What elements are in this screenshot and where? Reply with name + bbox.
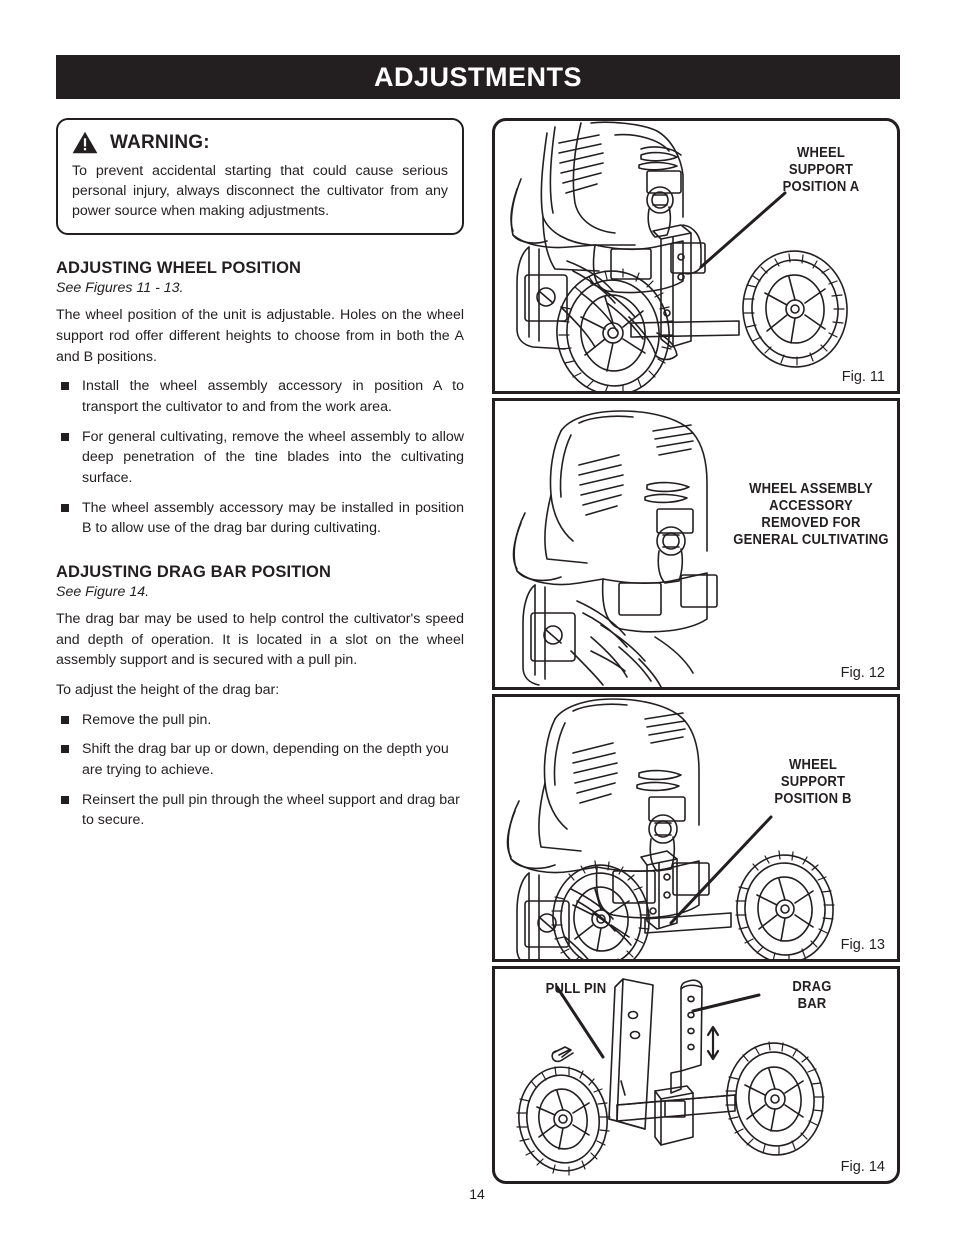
list-item: Reinsert the pull pin through the wheel …	[56, 790, 464, 831]
list-item-text: The wheel assembly accessory may be inst…	[82, 499, 464, 537]
figure-callout: WHEEL SUPPORT POSITION B	[774, 757, 852, 808]
list-item-text: For general cultivating, remove the whee…	[82, 428, 464, 487]
bullet-square-icon	[61, 503, 69, 512]
bullet-square-icon	[61, 382, 69, 391]
section-adjusting-wheel-position: ADJUSTING WHEEL POSITION See Figures 11 …	[56, 259, 464, 539]
figure-callout: WHEEL SUPPORT POSITION A	[782, 145, 860, 196]
list-item-text: Remove the pull pin.	[82, 711, 212, 728]
section-paragraph: To adjust the height of the drag bar:	[56, 682, 280, 698]
figure-panel-14: PULL PIN DRAG BAR Fig. 14	[492, 966, 900, 1184]
section-title: ADJUSTING WHEEL POSITION	[56, 259, 302, 278]
figure-panel-11: WHEEL SUPPORT POSITION A Fig. 11	[492, 118, 900, 394]
figure-caption: Fig. 11	[841, 369, 885, 385]
figure-panel-12: WHEEL ASSEMBLY ACCESSORY REMOVED FOR GEN…	[492, 398, 900, 690]
figure-caption: Fig. 13	[840, 937, 885, 953]
section-paragraph: The wheel position of the unit is adjust…	[56, 307, 464, 365]
list-item: Install the wheel assembly accessory in …	[56, 376, 464, 417]
figure-panel-13: WHEEL SUPPORT POSITION B Fig. 13	[492, 694, 900, 962]
warning-text: To prevent accidental starting that coul…	[72, 163, 448, 220]
wheel-assembly-drag-bar-illustration	[516, 978, 825, 1176]
figure-column: WHEEL SUPPORT POSITION A Fig. 11	[492, 118, 900, 1184]
list-item: For general cultivating, remove the whee…	[56, 427, 464, 489]
list-item-text: Reinsert the pull pin through the wheel …	[82, 791, 460, 829]
section-title: ADJUSTING DRAG BAR POSITION	[56, 563, 331, 582]
figure-callout-drag-bar: DRAG BAR	[792, 979, 832, 1013]
warning-header: WARNING:	[72, 131, 448, 154]
bullet-square-icon	[61, 745, 69, 754]
warning-box: WARNING: To prevent accidental starting …	[56, 118, 464, 236]
page-number: 14	[469, 1186, 485, 1202]
figure-caption: Fig. 12	[840, 665, 885, 681]
figure-callout-pull-pin: PULL PIN	[545, 981, 607, 997]
section-adjusting-drag-bar-position: ADJUSTING DRAG BAR POSITION See Figure 1…	[56, 563, 464, 831]
list-item-text: Install the wheel assembly accessory in …	[82, 378, 464, 416]
list-item: The wheel assembly accessory may be inst…	[56, 498, 464, 539]
list-item-text: Shift the drag bar up or down, depending…	[82, 741, 449, 778]
cultivator-wheel-position-b-illustration	[506, 698, 835, 959]
figure-callout: WHEEL ASSEMBLY ACCESSORY REMOVED FOR GEN…	[733, 481, 889, 549]
cultivator-wheel-position-a-illustration	[510, 121, 848, 391]
cultivator-no-wheel-assembly-illustration	[512, 410, 718, 687]
bullet-square-icon	[61, 795, 69, 804]
page-header-bar: ADJUSTMENTS	[56, 55, 900, 99]
figure-caption: Fig. 14	[840, 1159, 885, 1175]
left-text-column: WARNING: To prevent accidental starting …	[56, 118, 464, 840]
list-item: Shift the drag bar up or down, depending…	[56, 739, 464, 780]
section-bullet-list: Remove the pull pin. Shift the drag bar …	[56, 710, 464, 831]
list-item: Remove the pull pin.	[56, 710, 464, 731]
section-bullet-list: Install the wheel assembly accessory in …	[56, 376, 464, 539]
warning-triangle-icon	[72, 131, 98, 154]
bullet-square-icon	[61, 715, 69, 724]
section-figure-reference: See Figure 14.	[56, 584, 150, 601]
warning-label: WARNING:	[110, 131, 210, 153]
section-figure-reference: See Figures 11 - 13.	[56, 280, 184, 297]
page-title: ADJUSTMENTS	[373, 61, 582, 92]
section-paragraph: The drag bar may be used to help control…	[56, 611, 464, 669]
bullet-square-icon	[61, 432, 69, 441]
